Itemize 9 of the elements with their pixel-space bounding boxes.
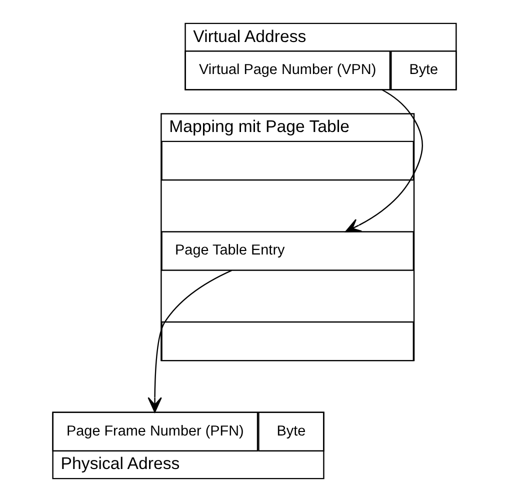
arrow (344, 88, 422, 232)
node-box (160, 320, 414, 361)
node-box: Virtual Page Number (VPN) (184, 50, 390, 90)
node-box: Page Table Entry (160, 230, 414, 270)
node-box: Page Frame Number (PFN) (52, 411, 258, 451)
arrow (147, 269, 232, 412)
node-box: Byte (390, 50, 456, 90)
node-box: Byte (258, 411, 324, 451)
node-box (160, 140, 414, 180)
